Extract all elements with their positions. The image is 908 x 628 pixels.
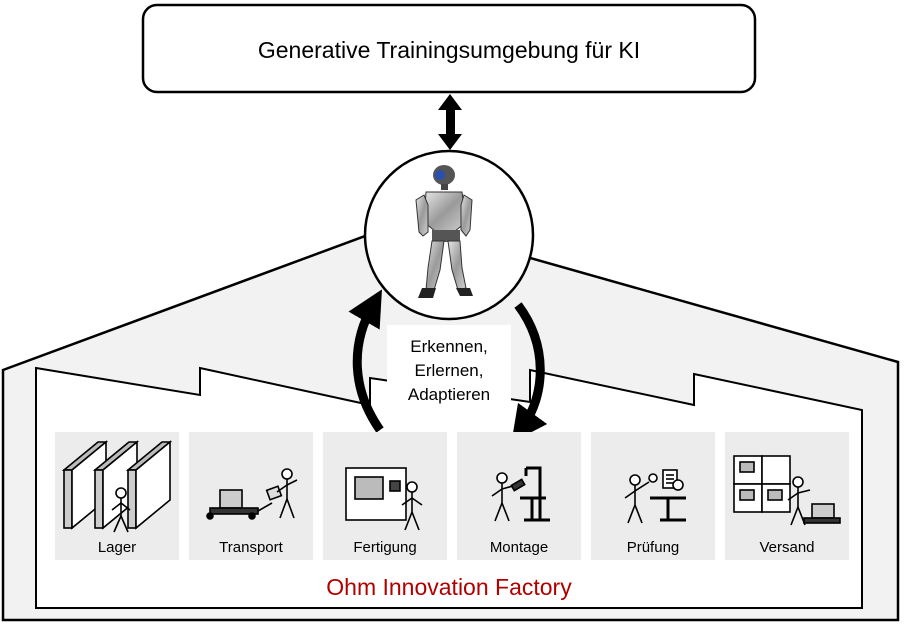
station-transport: Transport: [189, 432, 313, 560]
shipping-boxes-icon: [733, 455, 841, 526]
inspection-checklist-icon: [624, 469, 686, 524]
station-fertigung: Fertigung: [323, 432, 447, 560]
station-label-lager: Lager: [98, 539, 136, 556]
station-montage: Montage: [457, 432, 581, 560]
training-environment-box: Generative Trainingsumgebung für KI: [141, 3, 757, 94]
station-pruefung: Prüfung: [591, 432, 715, 560]
cycle-line-2: Erlernen,: [415, 361, 484, 380]
cycle-arrow-down: [511, 302, 548, 443]
station-versand: Versand: [725, 432, 849, 560]
station-label-montage: Montage: [490, 539, 548, 556]
station-label-versand: Versand: [759, 539, 814, 556]
station-label-pruefung: Prüfung: [627, 539, 680, 556]
cycle-label-box: [387, 325, 511, 411]
station-label-transport: Transport: [219, 539, 283, 556]
cycle-arrow-up: [348, 289, 384, 433]
machine-tool-icon: [345, 467, 423, 531]
station-label-fertigung: Fertigung: [353, 539, 416, 556]
assembly-workbench-icon: [491, 466, 550, 522]
pallet-transport-icon: [206, 468, 298, 520]
training-environment-title: Generative Trainingsumgebung für KI: [258, 37, 640, 63]
cycle-line-3: Adaptieren: [408, 385, 490, 404]
factory-name: Ohm Innovation Factory: [326, 574, 572, 600]
robot-circle: [363, 149, 535, 321]
humanoid-robot-icon: [415, 165, 473, 298]
warehouse-shelves-icon: [61, 440, 173, 533]
station-lager: Lager: [55, 432, 179, 560]
cycle-line-1: Erkennen,: [410, 337, 488, 356]
bidirectional-arrow-icon: [438, 94, 462, 150]
